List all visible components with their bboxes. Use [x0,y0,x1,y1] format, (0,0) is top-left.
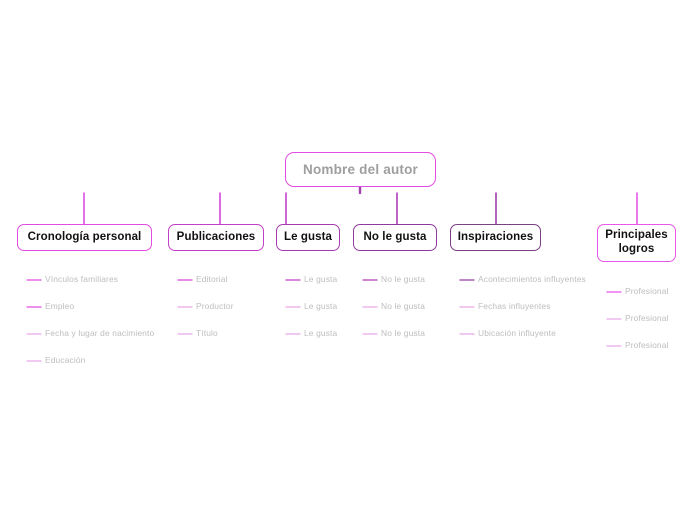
leaf-label-inspiraciones-0[interactable]: Acontecimientos influyentes [478,274,586,284]
branch-node-principales-logros[interactable]: Principales logros [597,224,676,262]
branch-node-le-gusta[interactable]: Le gusta [276,224,340,251]
leaf-label-publicaciones-1[interactable]: Productor [196,301,234,311]
leaf-label-cronologia-personal-3[interactable]: Educación [45,355,86,365]
leaf-label-le-gusta-0[interactable]: Le gusta [304,274,338,284]
leaf-label-no-le-gusta-2[interactable]: No le gusta [381,328,426,338]
leaf-label-inspiraciones-1[interactable]: Fechas influyentes [478,301,551,311]
leaf-label-no-le-gusta-0[interactable]: No le gusta [381,274,426,284]
leaf-label-le-gusta-1[interactable]: Le gusta [304,301,338,311]
leaf-label-no-le-gusta-1[interactable]: No le gusta [381,301,426,311]
leaf-label-le-gusta-2[interactable]: Le gusta [304,328,338,338]
branch-node-cronologia-personal[interactable]: Cronología personal [17,224,152,251]
leaf-label-cronologia-personal-2[interactable]: Fecha y lugar de nacimiento [45,328,155,338]
leaf-label-principales-logros-1[interactable]: Profesional [625,313,669,323]
branch-node-publicaciones[interactable]: Publicaciones [168,224,264,251]
branch-node-inspiraciones[interactable]: Inspiraciones [450,224,541,251]
leaf-label-inspiraciones-2[interactable]: Ubicación influyente [478,328,556,338]
leaf-label-principales-logros-0[interactable]: Profesional [625,286,669,296]
leaf-label-principales-logros-2[interactable]: Profesional [625,340,669,350]
leaf-label-cronologia-personal-1[interactable]: Empleo [45,301,75,311]
root-node[interactable]: Nombre del autor [285,152,436,187]
branch-node-no-le-gusta[interactable]: No le gusta [353,224,437,251]
leaf-label-publicaciones-2[interactable]: Título [196,328,218,338]
leaf-label-cronologia-personal-0[interactable]: Vínculos familiares [45,274,119,284]
leaf-label-publicaciones-0[interactable]: Editorial [196,274,228,284]
